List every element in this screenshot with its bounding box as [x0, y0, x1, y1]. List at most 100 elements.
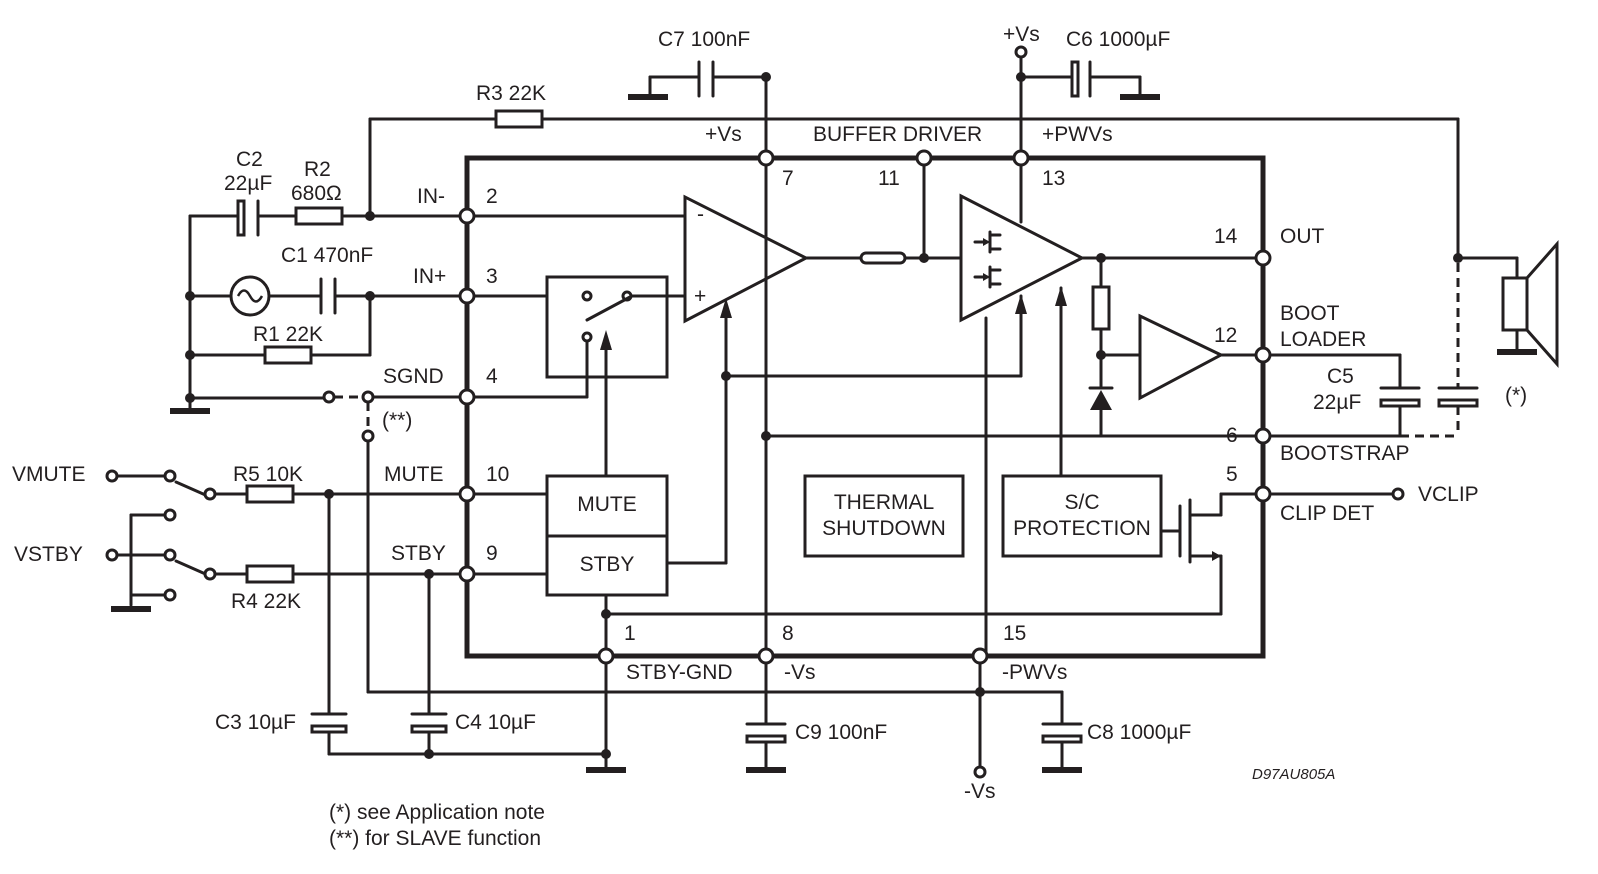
input-network: [185, 199, 982, 694]
pin-3-name: IN+: [413, 265, 446, 288]
c4-label: C4 10µF: [455, 711, 536, 734]
pin-7-name: +Vs: [705, 123, 742, 146]
pin-3-terminal: [458, 287, 476, 305]
c5-capacitor: [1261, 353, 1421, 438]
pin-13-name: +PWVs: [1042, 123, 1113, 146]
pin-5-number: 5: [1226, 463, 1238, 486]
pin-15-name: -PWVs: [1002, 661, 1067, 684]
pin-5-terminal: [1254, 485, 1272, 503]
c8-label: C8 1000µF: [1087, 721, 1191, 744]
preamp-opamp: [683, 194, 810, 324]
pin-9-name: STBY: [391, 542, 446, 565]
pin-10-name: MUTE: [384, 463, 444, 486]
c7-label: C7 100nF: [658, 28, 750, 51]
pin-8-number: 8: [782, 622, 794, 645]
pin-9-terminal: [458, 565, 476, 583]
opamp-plus-sign: +: [694, 285, 706, 308]
vclip-terminal: [1391, 487, 1405, 501]
optional-bootstrap-capacitor: [1400, 253, 1479, 438]
c6-label: C6 1000µF: [1066, 28, 1170, 51]
stby-block-label: STBY: [580, 553, 635, 576]
r2-label-line1: R2: [304, 158, 331, 181]
thermal-label-line1: THERMAL: [834, 491, 934, 514]
c8-capacitor: [1041, 690, 1083, 772]
vs-bottom-label: -Vs: [964, 780, 996, 803]
pin-2-name: IN-: [417, 185, 445, 208]
pin-14-name: OUT: [1280, 225, 1325, 248]
r5-label: R5 10K: [233, 463, 303, 486]
sc-protection-block: [1001, 474, 1163, 558]
vstby-ground-symbol: [111, 606, 151, 612]
thermal-label-line2: SHUTDOWN: [822, 517, 946, 540]
c6-capacitor: [1019, 60, 1142, 99]
pin-11-name: BUFFER DRIVER: [813, 123, 982, 146]
pin-2-number: 2: [486, 185, 498, 208]
pin-12-name-line1: BOOT: [1280, 302, 1340, 325]
pin-4-number: 4: [486, 365, 498, 388]
vs-negative-supply: [973, 654, 1064, 779]
power-stage-transistors: [973, 230, 1002, 289]
vs-top-label: +Vs: [1003, 23, 1040, 46]
pin-4-name: SGND: [383, 365, 444, 388]
r3-resistor: [368, 109, 1460, 260]
c3-capacitor: [310, 492, 608, 756]
pin-13-number: 13: [1042, 167, 1065, 190]
pin-6-terminal: [1254, 427, 1272, 445]
pin-1-terminal: [597, 647, 615, 665]
c2-label-line1: C2: [236, 148, 263, 171]
c1-label: C1 470nF: [281, 244, 373, 267]
sc-label-line1: S/C: [1064, 491, 1099, 514]
pin-1-number: 1: [624, 622, 636, 645]
r4-label: R4 22K: [231, 590, 301, 613]
c7-ground-symbol: [628, 94, 668, 100]
application-note-mark: (*): [1505, 384, 1527, 407]
vclip-label: VCLIP: [1418, 483, 1479, 506]
c2-label-line2: 22µF: [224, 172, 272, 195]
pin-14-number: 14: [1214, 225, 1238, 248]
pin-4-terminal: [458, 388, 476, 406]
c9-capacitor: [745, 654, 787, 772]
pin-5-name: CLIP DET: [1280, 502, 1374, 525]
pin-11-number: 11: [878, 167, 900, 190]
pin-8-terminal: [757, 647, 775, 665]
pin-10-terminal: [458, 485, 476, 503]
input-mute-switch: [581, 290, 687, 478]
r3-label: R3 22K: [476, 82, 546, 105]
vs-supply-top: [1014, 45, 1028, 160]
pin-12-name-line2: LOADER: [1280, 328, 1366, 351]
c9-ground-symbol: [746, 767, 786, 773]
c5-label-line2: 22µF: [1313, 391, 1361, 414]
pin-11-terminal: [915, 149, 933, 167]
c8-ground-symbol: [1042, 767, 1082, 773]
c9-label: C9 100nF: [795, 721, 887, 744]
pin-13-terminal: [1012, 149, 1030, 167]
slave-mark: (**): [382, 409, 412, 432]
pin-6-number: 6: [1226, 424, 1238, 447]
pin-1-name: STBY-GND: [626, 661, 733, 684]
r1-label: R1 22K: [253, 323, 323, 346]
c3-label: C3 10µF: [215, 711, 296, 734]
sc-label-line2: PROTECTION: [1013, 517, 1151, 540]
drawing-code: D97AU805A: [1252, 766, 1335, 783]
vstby-label: VSTBY: [14, 543, 83, 566]
pin-10-number: 10: [486, 463, 509, 486]
pin-7-number: 7: [782, 167, 794, 190]
c4-capacitor: [410, 572, 448, 759]
note-application: (*) see Application note: [329, 801, 545, 824]
ic-package-outline: [464, 155, 1266, 659]
pin-15-terminal: [971, 647, 989, 665]
stby-gnd-ground-symbol: [586, 767, 626, 773]
vstby-switch: [105, 508, 464, 607]
thermal-shutdown-block: [803, 474, 965, 558]
pin-15-number: 15: [1003, 622, 1026, 645]
pin-12-number: 12: [1214, 324, 1237, 347]
pin-6-name: BOOTSTRAP: [1280, 442, 1410, 465]
pin-12-terminal: [1254, 346, 1272, 364]
opamp-minus-sign: -: [697, 203, 704, 226]
pin-8-name: -Vs: [784, 661, 816, 684]
c5-label-line1: C5: [1327, 365, 1354, 388]
note-slave: (**) for SLAVE function: [329, 827, 541, 850]
pin-3-number: 3: [486, 265, 498, 288]
pin-9-number: 9: [486, 542, 498, 565]
